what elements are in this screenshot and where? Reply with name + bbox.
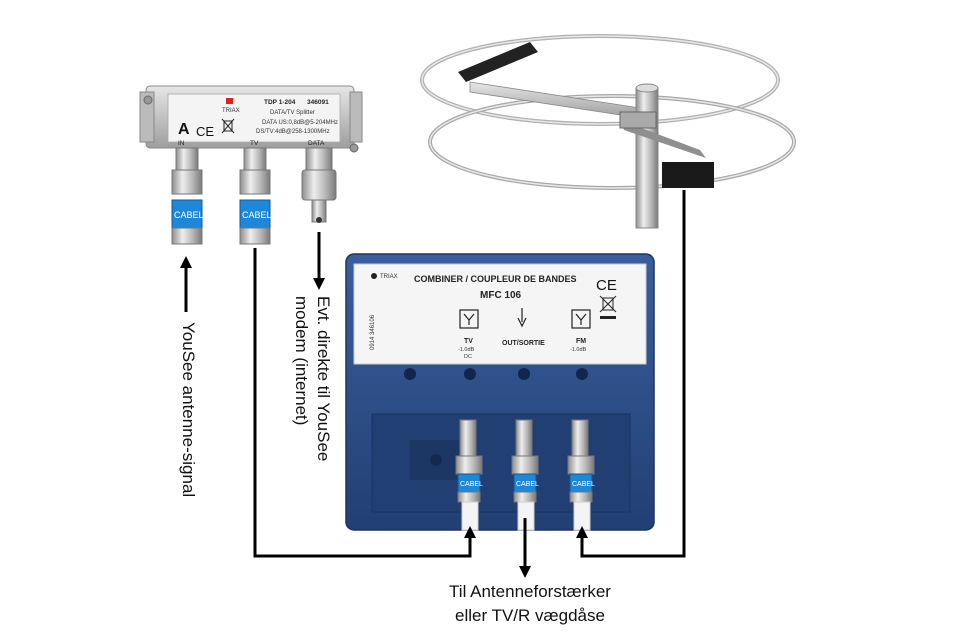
combiner-device: TRIAX COMBINER / COUPLEUR DE BANDES MFC … — [345, 253, 655, 531]
splitter-tv-connector: CABEL — [239, 147, 272, 245]
splitter-tv-to-combiner-line — [253, 248, 476, 558]
combiner-serial: 0914 346106 — [370, 314, 376, 350]
combiner-tv-spec-1: -1.0dB — [458, 347, 475, 353]
splitter-in-connector: CABEL — [171, 147, 204, 245]
combiner-fm-spec: -1.0dB — [570, 347, 587, 353]
splitter-code: 346091 — [307, 99, 329, 106]
modem-label-line-2: modem (internet) — [292, 296, 311, 426]
combiner-brand: TRIAX — [380, 274, 398, 280]
antenna-signal-label: YouSee antenne-signal — [179, 322, 198, 498]
bottom-caption-line-1: Til Antenneforstærker — [449, 582, 611, 601]
splitter-data-connector — [301, 147, 337, 223]
output-arrow-icon — [517, 308, 527, 328]
combiner-fm-label: FM — [576, 338, 586, 345]
combiner-heading: COMBINER / COUPLEUR DE BANDES — [414, 274, 577, 284]
splitter-tv-connector-text: CABEL — [242, 210, 272, 220]
connection-lines — [180, 190, 686, 578]
modem-label-line-1: Evt. direkte til YouSee — [314, 296, 333, 462]
fm-input-symbol-icon — [571, 309, 591, 329]
combiner-tv-spec-2: DC — [464, 354, 472, 360]
splitter-model: TDP 1-204 — [264, 99, 296, 106]
bottom-caption: Til Antenneforstærker eller TV/R vægdåse — [380, 580, 680, 628]
splitter-brand: TRIAX — [222, 108, 240, 114]
fm-antenna — [420, 34, 796, 229]
tv-input-symbol-icon — [459, 309, 479, 329]
combiner-fm-connector-text: CABEL — [572, 481, 595, 488]
modem-label: Evt. direkte til YouSee modem (internet) — [290, 296, 334, 461]
combiner-ce-mark: CE — [596, 277, 617, 294]
splitter-port-data: DATA — [308, 140, 325, 147]
combiner-model: MFC 106 — [480, 290, 522, 301]
combiner-tv-label: TV — [464, 338, 473, 345]
combiner-out-connector-text: CABEL — [516, 481, 539, 488]
weee-bin-icon — [221, 118, 235, 134]
splitter-spec-2: DS/TV:4dB@258-1300MHz — [256, 129, 330, 135]
combiner-fm-connector: CABEL — [567, 419, 595, 531]
fm-antenna-to-combiner-line — [576, 190, 686, 558]
splitter-port-tv: TV — [250, 140, 259, 147]
splitter-title: DATA/TV Splitter — [270, 110, 315, 116]
combiner-weee-bin-icon — [599, 295, 617, 319]
combiner-tv-connector-text: CABEL — [460, 481, 483, 488]
combiner-out-label: OUT/SORTIE — [502, 340, 545, 347]
splitter-in-connector-text: CABEL — [174, 210, 204, 220]
triax-logo-icon — [226, 98, 233, 104]
bottom-caption-line-2: eller TV/R vægdåse — [455, 606, 605, 625]
splitter-class-letter: A — [178, 121, 190, 138]
splitter-ce-mark: CE — [196, 124, 214, 139]
splitter-spec-1: DATA US:0,8dB@5-204MHz — [262, 120, 338, 126]
splitter-port-in: IN — [178, 140, 185, 147]
splitter-device: TRIAX TDP 1-204 346091 DATA/TV Splitter … — [139, 85, 363, 245]
combiner-tv-connector: CABEL — [455, 419, 483, 531]
